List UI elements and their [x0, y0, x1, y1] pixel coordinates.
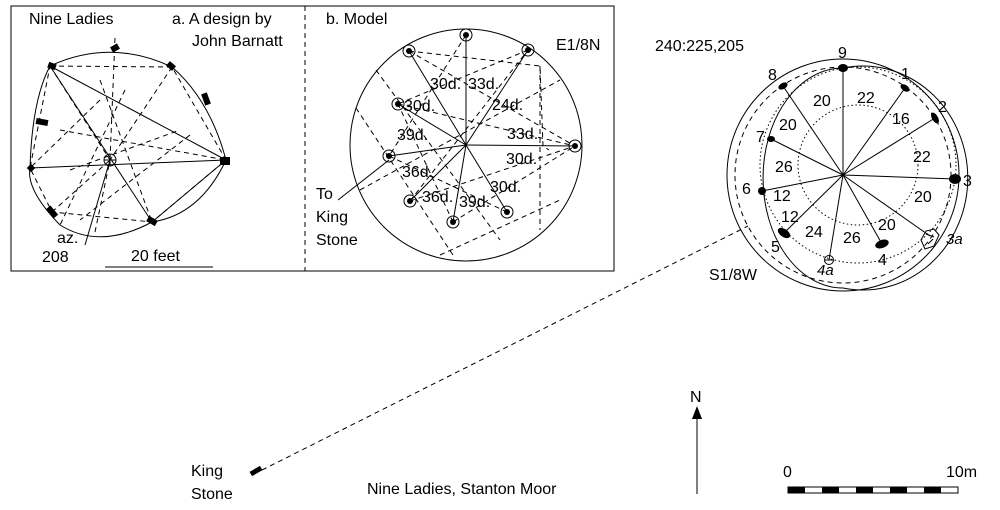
plan-stones	[758, 64, 961, 265]
panel-b-pointer-label-line1: To	[316, 186, 333, 203]
panel-b-construction-lines	[355, 34, 576, 256]
panel-b-distance: 39d.	[459, 194, 490, 211]
stone-number: 4a	[817, 262, 834, 279]
panel-a-azimuth-label: az.	[57, 230, 78, 247]
panel-a-construction-lines	[29, 37, 227, 246]
figure-caption: Nine Ladies, Stanton Moor	[367, 481, 557, 498]
stone-number: 4	[878, 252, 887, 269]
panel-b-distance: 36d.	[402, 164, 433, 181]
panel-b-radial-lines	[388, 35, 576, 223]
stone-number: 2	[938, 99, 947, 116]
segment-value: 20	[779, 117, 797, 134]
north-label: N	[690, 389, 702, 406]
segment-value: 20	[878, 217, 896, 234]
king-stone-label-line1: King	[191, 463, 223, 480]
panel-a-scale-label: 20 feet	[131, 248, 180, 265]
segment-value: 12	[773, 188, 791, 205]
panel-b-direction-label: E1/8N	[556, 37, 600, 54]
panel-b-distance: 36d.	[422, 189, 453, 206]
plan-radial-lines	[761, 68, 956, 261]
plan-outer-ring	[726, 58, 960, 292]
segment-value: 26	[775, 159, 793, 176]
stone-number: 1	[901, 66, 910, 83]
stone-number: 7	[756, 129, 765, 146]
panel-b-distance: 30d.	[490, 179, 521, 196]
panel-a-design: Nine Ladies a. A design by John Barnatt	[26, 11, 283, 268]
segment-value: 16	[892, 111, 910, 128]
panel-a-caption-line1: a. A design by	[172, 11, 272, 28]
panel-b-pointer-line	[337, 159, 390, 201]
stone-number: 9	[838, 45, 847, 62]
panel-b-distance: 30d.	[506, 151, 537, 168]
king-stone-alignment-line	[261, 225, 749, 471]
panel-b-distance-labels: 30d. 33d. 30d. 24d. 39d. 33d. 36d. 30d. …	[397, 76, 538, 211]
panel-b-distance: 30d.	[430, 76, 461, 93]
plan-header: 240:225,205	[655, 38, 744, 55]
plan-direction-label: S1/8W	[709, 267, 758, 284]
segment-value: 20	[914, 189, 932, 206]
segment-value: 12	[781, 209, 799, 226]
panel-b-distance: 33d.	[507, 126, 538, 143]
segment-value: 22	[857, 90, 875, 107]
panel-frame	[10, 5, 615, 272]
panel-a-azimuth-value: 208	[42, 249, 69, 266]
stone-number: 3	[963, 173, 972, 190]
plan-core-dotted-ring	[797, 104, 919, 226]
panel-a-caption-line2: John Barnatt	[192, 33, 283, 50]
plan-segment-values: 20 22 16 20 22 26 20 12 12 24 26 20	[773, 90, 932, 247]
segment-value: 22	[913, 149, 931, 166]
stone-number: 6	[742, 181, 751, 198]
plan-inner-dotted-ring	[759, 66, 957, 264]
scale-start-label: 0	[783, 464, 792, 481]
panel-b-distance: 30d.	[404, 98, 435, 115]
site-plan: 240:225,205 S1/8W	[655, 38, 972, 292]
panel-b-distance: 24d.	[492, 97, 523, 114]
scale-end-label: 10m	[946, 464, 977, 481]
panel-b-model: b. Model E1/8N	[316, 11, 600, 262]
panel-b-pointer-label-line2: King	[316, 209, 348, 226]
king-stone-marker	[249, 465, 263, 477]
panel-b-pointer-label-line3: Stone	[316, 232, 358, 249]
scale-bar: 0 10m	[783, 464, 977, 494]
stone-number: 5	[771, 239, 780, 256]
panel-a-title: Nine Ladies	[29, 11, 114, 28]
panel-b-distance: 33d.	[468, 76, 499, 93]
king-stone-label-line2: Stone	[191, 486, 233, 503]
north-arrow-icon: N	[690, 389, 702, 494]
segment-value: 26	[843, 230, 861, 247]
segment-value: 20	[813, 93, 831, 110]
panel-b-title: b. Model	[326, 11, 387, 28]
stone-number: 3a	[946, 231, 963, 248]
plan-stone-ring	[762, 65, 969, 291]
panel-b-stone-markers	[382, 28, 582, 229]
plan-stone-numbers: 9 1 2 3 8 7 6 5 4 3a 4a	[742, 45, 972, 279]
panel-b-distance: 39d.	[397, 127, 428, 144]
stone-number: 8	[768, 67, 777, 84]
segment-value: 24	[805, 224, 823, 241]
